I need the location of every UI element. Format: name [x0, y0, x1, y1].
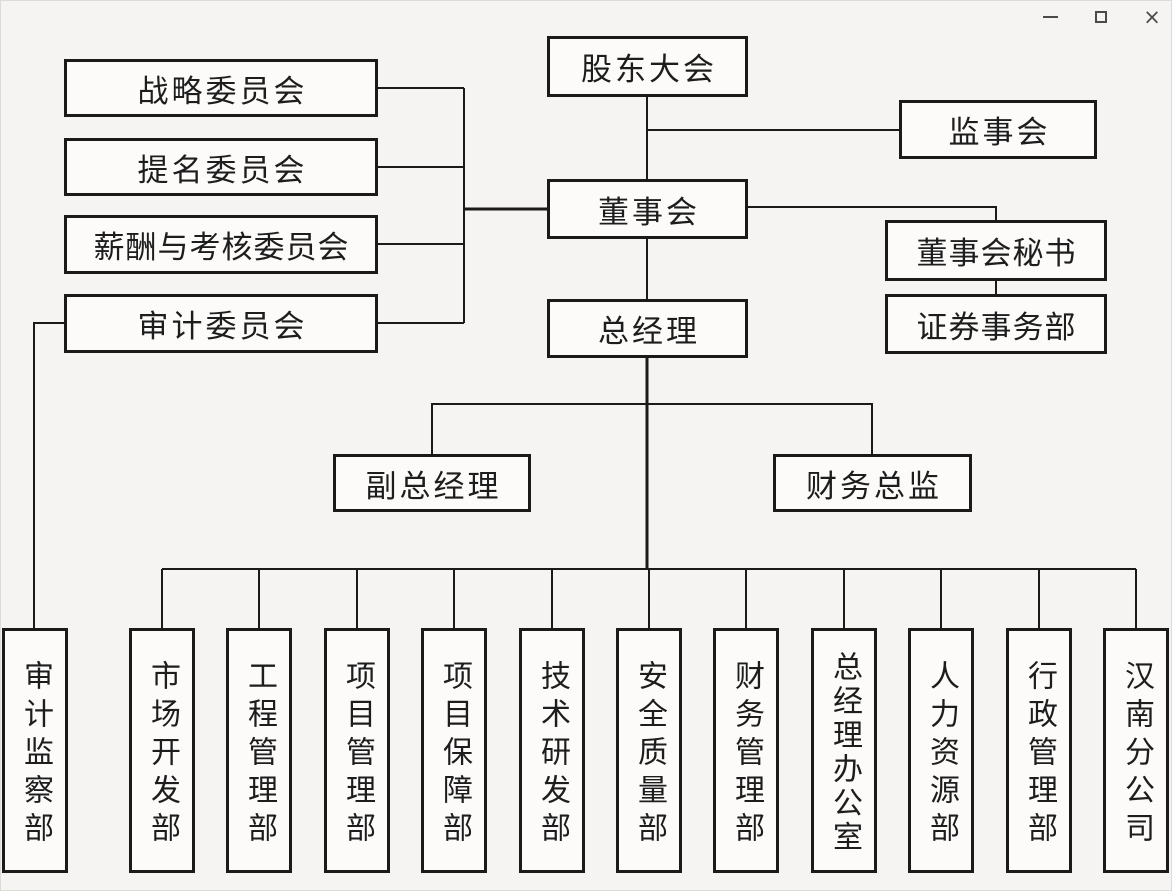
node-audit-committee: 审计委员会	[64, 294, 378, 353]
maximize-icon	[1095, 11, 1107, 23]
node-dept-gm-office: 总经理办公室	[811, 628, 877, 873]
connector-deputy-cfo	[431, 403, 873, 454]
node-dept-audit-supervision: 审计监察部	[2, 628, 68, 873]
node-dept-market-development: 市场开发部	[129, 628, 195, 873]
node-general-manager: 总经理	[547, 299, 748, 358]
connector-board-secretary	[748, 206, 997, 220]
connector-audit-dept	[33, 322, 64, 629]
node-dept-financial-management: 财务管理部	[713, 628, 779, 873]
node-dept-technology-rnd: 技术研发部	[519, 628, 585, 873]
close-icon: ×	[1143, 4, 1161, 29]
minimize-button[interactable]	[1035, 3, 1065, 31]
node-finance-director: 财务总监	[773, 454, 972, 512]
node-dept-hannan-branch: 汉南分公司	[1103, 628, 1169, 873]
node-shareholders-meeting: 股东大会	[547, 36, 748, 97]
node-securities-affairs-dept: 证券事务部	[885, 294, 1107, 354]
node-dept-safety-quality: 安全质量部	[616, 628, 682, 873]
node-board-secretary: 董事会秘书	[885, 220, 1107, 281]
maximize-button[interactable]	[1086, 3, 1116, 31]
node-board-of-directors: 董事会	[547, 179, 748, 239]
minimize-icon	[1042, 16, 1058, 18]
close-button[interactable]: ×	[1137, 3, 1167, 31]
node-dept-project-support: 项目保障部	[421, 628, 487, 873]
node-compensation-committee: 薪酬与考核委员会	[64, 215, 378, 274]
node-strategy-committee: 战略委员会	[64, 59, 378, 117]
node-dept-administrative-management: 行政管理部	[1006, 628, 1072, 873]
node-dept-human-resources: 人力资源部	[908, 628, 974, 873]
node-dept-engineering-management: 工程管理部	[226, 628, 292, 873]
node-dept-project-management: 项目管理部	[324, 628, 390, 873]
node-nomination-committee: 提名委员会	[64, 138, 378, 196]
node-deputy-general-manager: 副总经理	[333, 454, 531, 512]
node-supervisory-board: 监事会	[899, 100, 1097, 159]
